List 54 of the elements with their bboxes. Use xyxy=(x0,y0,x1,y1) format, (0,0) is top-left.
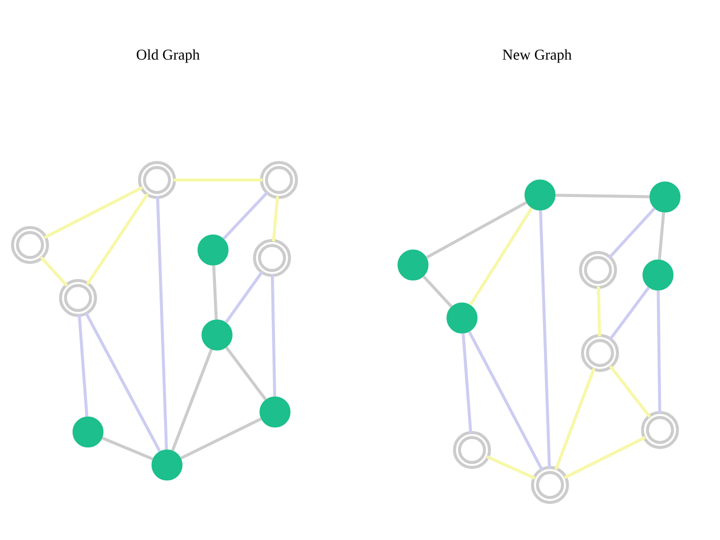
graph-edge xyxy=(270,274,276,397)
graph-edge xyxy=(222,190,269,240)
graph-node xyxy=(642,260,674,290)
graph-node xyxy=(531,466,569,504)
graph-edge xyxy=(84,312,162,452)
graph-node xyxy=(641,411,679,449)
graph-node xyxy=(524,180,556,210)
graph-node xyxy=(198,234,228,266)
graph-edge xyxy=(180,417,262,460)
graph-edge xyxy=(422,275,453,308)
graph-edge xyxy=(225,346,267,401)
graph-edge xyxy=(608,207,656,259)
graph-node xyxy=(453,431,491,469)
graph-node xyxy=(59,279,97,317)
graph-edge xyxy=(608,286,650,341)
graph-edge xyxy=(224,270,264,324)
graph-edge xyxy=(555,194,650,198)
graph-edge xyxy=(212,265,218,320)
graph-edge xyxy=(44,186,143,239)
graph-edge xyxy=(171,348,213,452)
graph-node xyxy=(650,182,680,212)
graph-node xyxy=(11,226,49,264)
graph-edge xyxy=(426,201,528,259)
graph-node xyxy=(72,416,104,448)
graph-edge xyxy=(156,196,168,450)
graph-edge xyxy=(564,436,646,479)
graph-node xyxy=(581,334,619,372)
graph-edge xyxy=(462,333,472,434)
graph-edge xyxy=(40,256,68,287)
graph-title: New Graph xyxy=(502,49,572,63)
graph-edge xyxy=(554,368,596,470)
graph-node xyxy=(260,161,298,199)
graph-edge xyxy=(658,212,666,260)
graph-edge xyxy=(656,290,662,414)
graph-node xyxy=(253,239,291,277)
graph-node xyxy=(260,396,290,428)
graph-edge xyxy=(174,178,262,182)
graph-edge xyxy=(596,286,602,337)
graph-edge xyxy=(469,207,533,306)
graph-node xyxy=(152,450,182,480)
graph-edge xyxy=(539,210,551,469)
graph-node xyxy=(202,320,232,350)
graph-node xyxy=(138,161,176,199)
graph-edge xyxy=(272,196,280,242)
graph-edge xyxy=(486,455,536,480)
graph-edge xyxy=(86,192,150,286)
graph-node xyxy=(446,302,478,334)
graph-node xyxy=(579,251,617,289)
graph-title: Old Graph xyxy=(136,49,200,63)
graph-edge xyxy=(102,436,154,460)
graph-edge xyxy=(608,365,652,418)
graph-node xyxy=(398,250,428,280)
graph-edge xyxy=(468,331,544,472)
graph-edge xyxy=(78,314,88,417)
